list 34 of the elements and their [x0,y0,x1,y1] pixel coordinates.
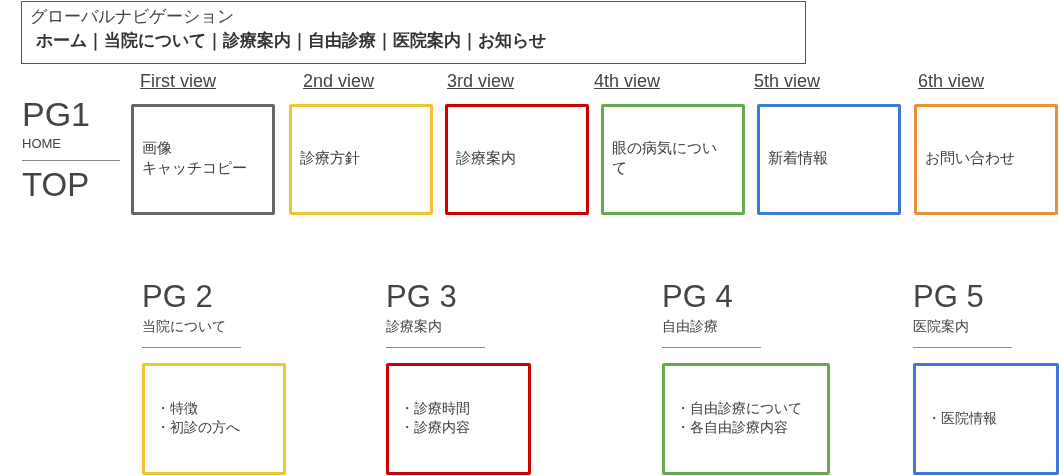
section-content-text: 診療案内 [456,147,517,168]
section-content-text: 眼の病気について [612,137,718,178]
section-content-text: お問い合わせ [925,147,1016,168]
section-heading: 5th view [754,70,821,92]
section-heading: First view [140,70,216,92]
navigation-panel [21,1,806,64]
page-subtitle: HOME [22,136,61,152]
page-title: 診療案内 [386,317,442,335]
page-number: PG 4 [662,280,733,314]
bullet-item: ・診療内容 [400,418,471,437]
bullet-item: ・自由診療について [676,399,803,418]
nav-title: グローバルナビゲーション [30,7,234,27]
nav-menu-items: ホーム｜当院について｜診療案内｜自由診療｜医院案内｜お知らせ [36,30,546,52]
bullet-item: ・各自由診療内容 [676,418,789,437]
section-content-text: 診療方針 [300,147,361,168]
bullet-item: ・特徴 [156,399,199,418]
section-content-text: キャッチコピー [142,157,248,178]
section-content-text: 画像 [142,137,173,158]
section-content-text: 新着情報 [768,147,829,168]
page-number: PG 2 [142,280,213,314]
section-heading: 3rd view [447,70,515,92]
bullet-item: ・医院情報 [927,408,998,428]
bullet-item: ・診療時間 [400,399,471,418]
page-number: PG 3 [386,280,457,314]
page-number: PG 5 [913,280,984,314]
section-heading: 4th view [594,70,661,92]
bullet-item: ・初診の方へ [156,418,241,437]
page-title: TOP [22,166,90,204]
section-heading: 2nd view [303,70,375,92]
page-title: 当院について [142,317,226,335]
page-number: PG1 [22,95,91,133]
page-title: 自由診療 [662,317,718,335]
page-title: 医院案内 [913,317,969,335]
section-heading: 6th view [918,70,985,92]
